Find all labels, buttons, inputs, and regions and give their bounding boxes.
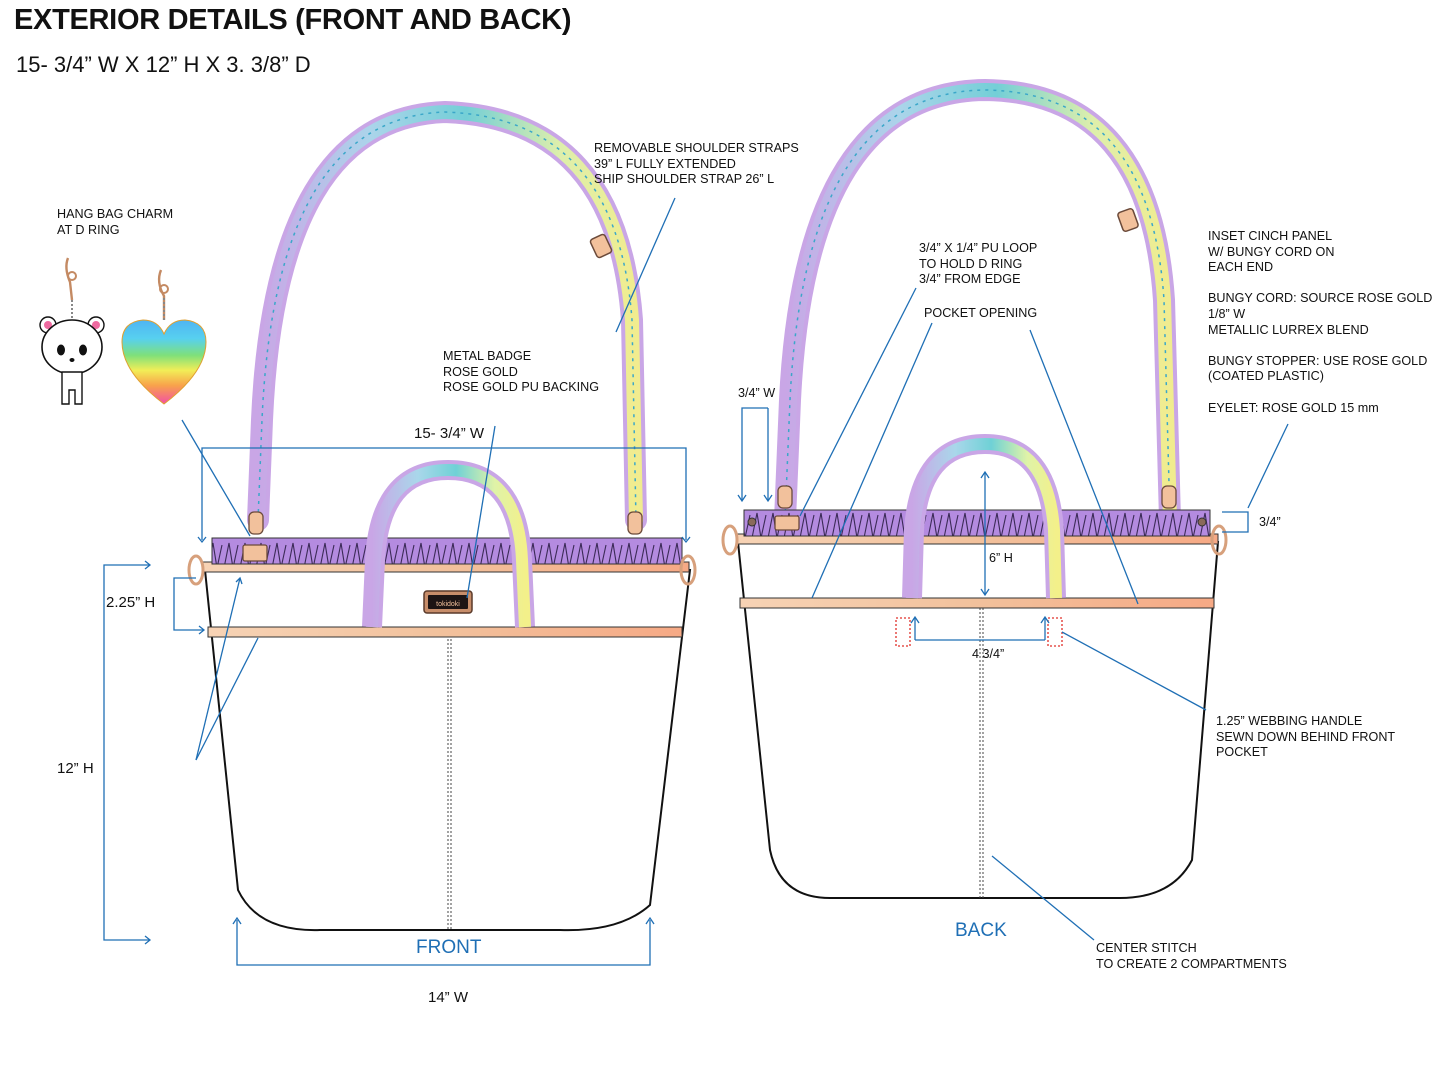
front-bag-body xyxy=(203,569,692,932)
front-cinch-panel xyxy=(211,537,683,565)
dim-back-loop-width: 3/4” W xyxy=(738,386,776,400)
dim-front-height: 12” H xyxy=(57,760,94,777)
back-cinch-panel xyxy=(743,509,1211,537)
dim-front-bottom-width: 14” W xyxy=(428,989,469,1006)
front-badge-text: tokidoki xyxy=(436,601,460,608)
dim-front-band-height: 2.25” H xyxy=(106,594,156,611)
metal-badge-icon xyxy=(423,590,473,614)
d-ring-icon xyxy=(721,485,1228,556)
back-view-label: BACK xyxy=(955,920,1007,941)
back-bag xyxy=(721,78,1228,899)
front-view-label: FRONT xyxy=(416,937,482,958)
note-pocket-opening: POCKET OPENING xyxy=(924,306,1038,320)
front-bag xyxy=(187,100,697,932)
back-bag-body xyxy=(736,541,1220,899)
dim-back-handle-height: 6” H xyxy=(989,551,1013,565)
back-handle xyxy=(902,433,1066,599)
dim-front-top-width: 15- 3/4” W xyxy=(414,425,485,442)
page-title: EXTERIOR DETAILS (FRONT AND BACK) xyxy=(14,4,572,36)
dim-back-eyelet: 3/4” xyxy=(1259,515,1281,529)
back-dimension-lines xyxy=(737,287,1289,941)
webbing-marker-left xyxy=(895,617,911,647)
front-handle xyxy=(362,459,535,628)
front-shoulder-strap xyxy=(247,100,647,531)
front-dimension-lines xyxy=(103,197,691,966)
front-pocket-band xyxy=(207,626,683,638)
page-subtitle: 15- 3/4” W X 12” H X 3. 3/8” D xyxy=(16,52,311,77)
strap-buckle-icon xyxy=(1117,207,1139,233)
heart-charm-icon xyxy=(121,269,207,405)
bear-charm-icon xyxy=(39,257,105,405)
d-ring-icon xyxy=(187,511,697,586)
strap-buckle-icon xyxy=(589,233,613,259)
back-shoulder-strap xyxy=(774,78,1181,531)
back-pocket-band xyxy=(739,597,1215,609)
dim-back-webbing-gap: 4 3/4” xyxy=(972,647,1005,661)
